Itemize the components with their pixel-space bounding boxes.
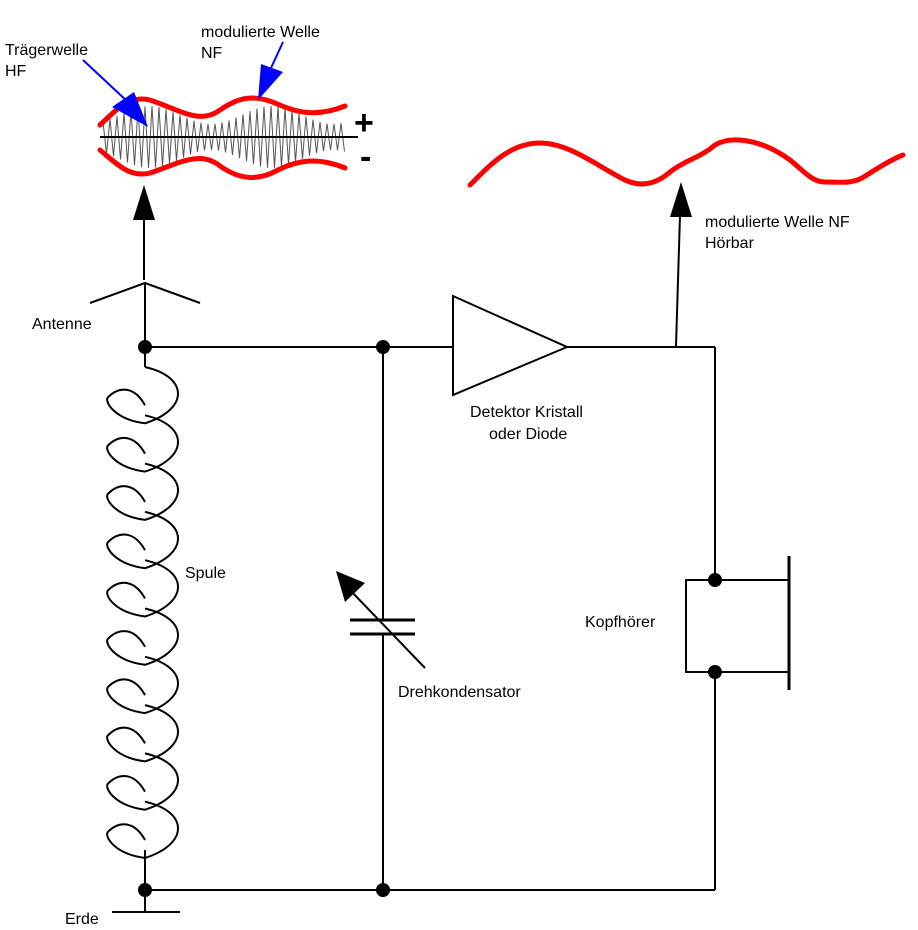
- coil-symbol: [106, 366, 179, 860]
- variable-capacitor-symbol: [336, 571, 426, 669]
- audible-wave: [467, 137, 906, 188]
- headphones-label: Kopfhörer: [585, 614, 656, 631]
- detector-label-line2: oder Diode: [489, 426, 567, 443]
- capacitor-label: Drehkondensator: [398, 684, 521, 701]
- lower-envelope: [97, 147, 348, 180]
- minus-sign: -: [360, 138, 371, 176]
- coil-label: Spule: [185, 565, 226, 582]
- upper-envelope: [97, 95, 348, 128]
- modulated-label-line2: NF: [201, 45, 223, 62]
- modulated-label-line1: modulierte Welle: [201, 24, 320, 41]
- audible-label-line1: modulierte Welle NF: [705, 214, 850, 231]
- modulated-signal-graphic: [97, 95, 358, 180]
- antenna-symbol: [89, 281, 201, 347]
- detector-label-line1: Detektor Kristall: [470, 404, 583, 421]
- carrier-label-line2: HF: [5, 63, 27, 80]
- audible-up-arrow: [670, 182, 692, 347]
- plus-sign: +: [354, 104, 374, 142]
- detector-diode-symbol: [452, 294, 570, 397]
- audible-label-line2: Hörbar: [705, 235, 755, 252]
- headphones-symbol: [685, 556, 791, 690]
- antenna-up-arrow: [133, 185, 155, 280]
- ground-label: Erde: [65, 911, 99, 928]
- carrier-pointer-arrow: [82, 59, 148, 127]
- antenna-label: Antenne: [32, 316, 92, 333]
- modulated-pointer-arrow: [258, 41, 284, 100]
- junction-dots: [138, 340, 722, 897]
- carrier-label-line1: Trägerwelle: [5, 42, 88, 59]
